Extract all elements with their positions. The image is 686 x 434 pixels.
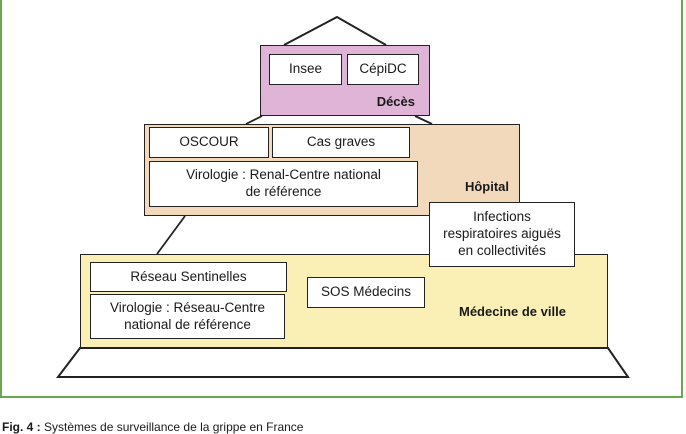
label-medecine-de-ville: Médecine de ville [459, 304, 566, 319]
box-insee: Insee [269, 54, 342, 85]
caption-prefix: Fig. 4 : [2, 420, 41, 434]
box-cepidc: CépiDC [347, 54, 419, 85]
box-cas-graves: Cas graves [272, 127, 410, 158]
box-virologie-reseau: Virologie : Réseau-Centre national de ré… [90, 294, 285, 339]
label-hopital: Hôpital [464, 179, 509, 194]
label-deces: Décès [376, 94, 415, 109]
caption-text: Systèmes de surveillance de la grippe en… [40, 420, 304, 434]
layer-hopital: OSCOUR Cas graves Virologie : Renal-Cent… [144, 124, 520, 216]
layer-ville: Réseau Sentinelles Virologie : Réseau-Ce… [80, 254, 608, 348]
box-sos-medecins: SOS Médecins [307, 277, 425, 308]
box-virologie-renal: Virologie : Renal-Centre national de réf… [149, 161, 418, 207]
box-oscour: OSCOUR [149, 127, 269, 158]
box-collectivites: Infections respiratoires aiguës en colle… [429, 202, 575, 267]
figure-frame [0, 0, 683, 398]
layer-deces: Insee CépiDC Décès [260, 45, 430, 116]
figure-caption: Fig. 4 : Systèmes de surveillance de la … [2, 420, 303, 434]
box-reseau-sentinelles: Réseau Sentinelles [90, 262, 287, 292]
